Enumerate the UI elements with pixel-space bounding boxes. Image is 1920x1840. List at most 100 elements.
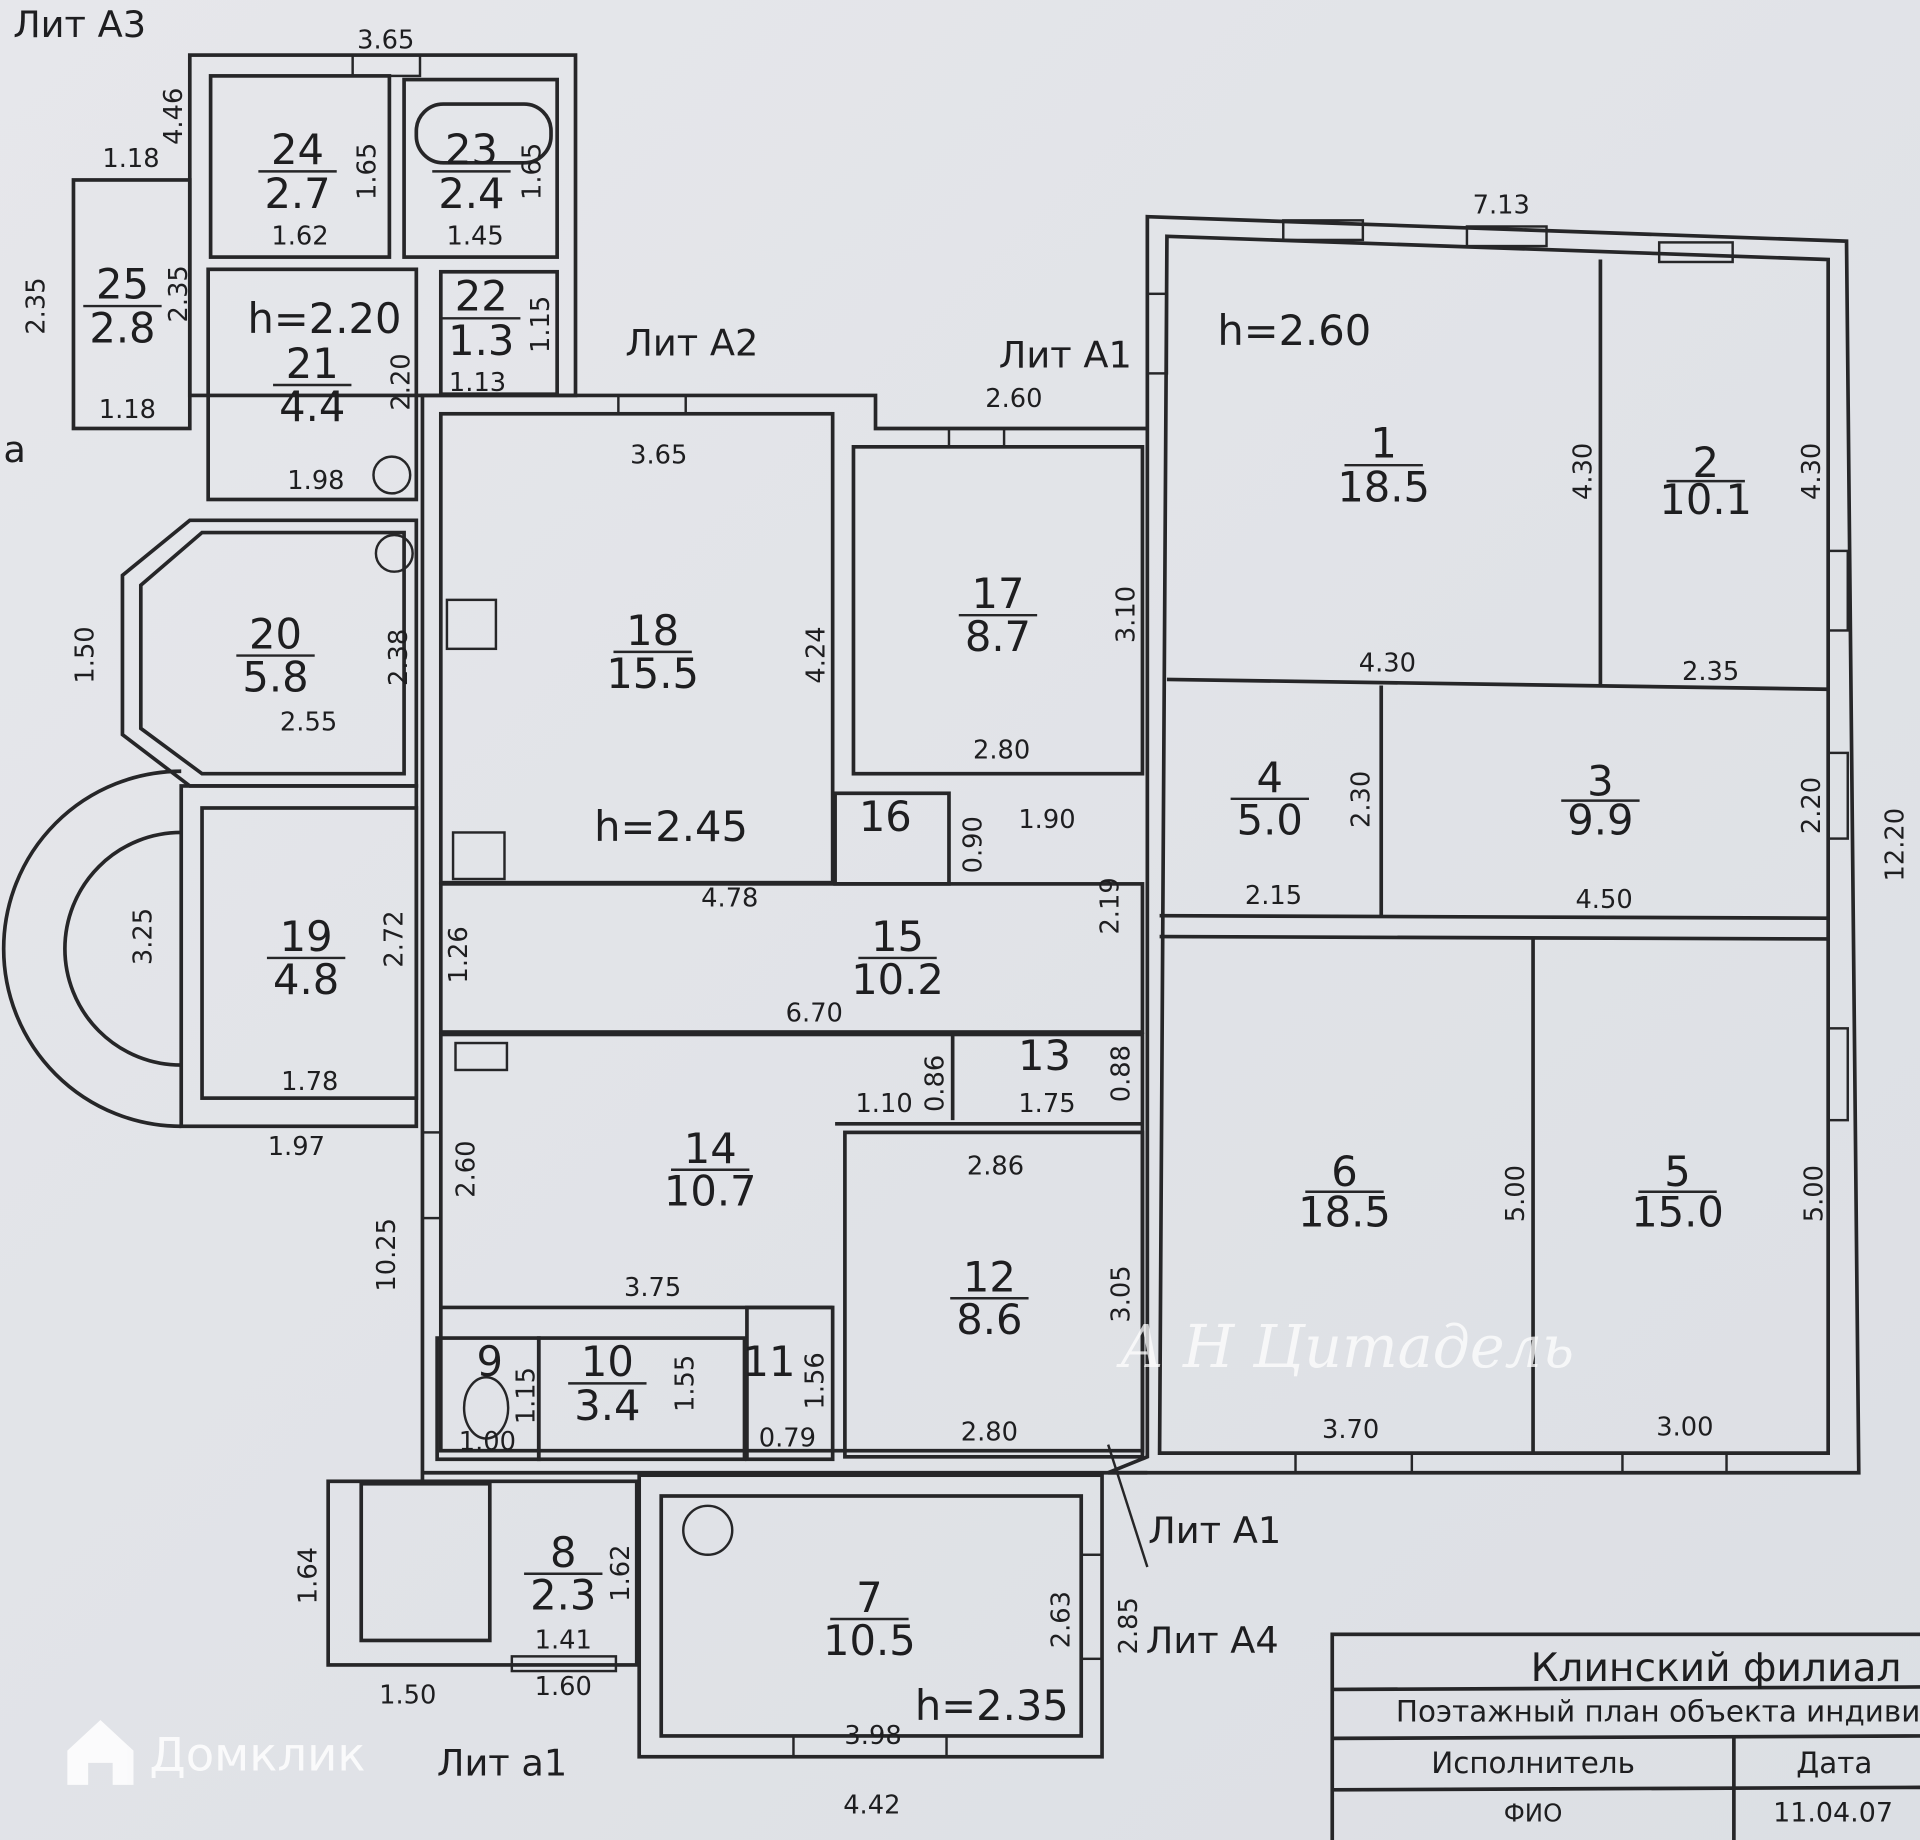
dimension: 7.13 [1473, 191, 1530, 221]
dimension-vertical: 1.62 [606, 1545, 636, 1602]
room-area: 2.4 [438, 169, 504, 218]
section-label: Лит А3 [13, 3, 146, 46]
dimension-vertical: 1.15 [512, 1367, 542, 1424]
dimension: 6.70 [786, 999, 843, 1029]
room-number: 8 [550, 1528, 576, 1577]
room-number: 24 [271, 125, 324, 174]
domclick-brand: Домклик [149, 1727, 365, 1781]
dimension-vertical: 2.35 [22, 277, 52, 334]
dimension-vertical: 2.85 [1114, 1597, 1144, 1654]
dimension-vertical: 2.19 [1096, 877, 1126, 934]
room-area: 15.0 [1631, 1187, 1724, 1236]
ceiling-height: h=2.35 [915, 1681, 1069, 1730]
dimension-vertical: 0.86 [921, 1055, 951, 1112]
date-header: Дата [1796, 1746, 1872, 1780]
dimension: 2.80 [973, 735, 1030, 765]
dimension: 2.80 [961, 1417, 1018, 1447]
room-number: 14 [684, 1124, 737, 1173]
room-area: 8.6 [956, 1295, 1022, 1344]
dimension-vertical: 2.60 [452, 1141, 482, 1198]
room-number: 9 [477, 1337, 503, 1386]
dimension: 1.62 [271, 221, 328, 251]
dimension: 3.75 [624, 1273, 681, 1303]
room-area: 1.3 [448, 316, 514, 365]
dimension: 2.15 [1245, 881, 1302, 911]
dimension-vertical: 1.50 [71, 626, 101, 683]
room-area: 2.7 [264, 169, 330, 218]
room-number: 10 [581, 1337, 634, 1386]
room-area: 4.4 [279, 382, 345, 431]
dimension: 1.45 [446, 221, 503, 251]
room-number: 3 [1587, 757, 1613, 806]
house-icon [67, 1720, 134, 1785]
dimension-vertical: 10.25 [372, 1218, 402, 1292]
room-number: 5 [1664, 1147, 1690, 1196]
dimension: 3.65 [630, 440, 687, 470]
dimension-vertical: 2.63 [1047, 1591, 1077, 1648]
section-label: Лит А1 [1148, 1509, 1281, 1552]
room-number: 23 [445, 125, 498, 174]
dimension-vertical: 1.65 [352, 143, 382, 200]
dimension-vertical: 1.26 [444, 926, 474, 983]
dimension-vertical: 1.55 [671, 1355, 701, 1412]
executor-value: ФИО [1504, 1799, 1563, 1828]
dimension-vertical: 4.30 [1797, 443, 1827, 500]
dimension: 1.98 [287, 466, 344, 496]
dimension: 4.42 [843, 1791, 900, 1821]
section-label: а [3, 428, 26, 471]
dimension: 1.18 [99, 395, 156, 425]
dimension-vertical: 5.00 [1800, 1165, 1830, 1222]
room-number: 21 [286, 339, 339, 388]
dimension: 2.55 [280, 707, 337, 737]
branch-name: Клинский филиал [1531, 1646, 1902, 1691]
dimension: 1.97 [268, 1132, 325, 1162]
room-number: 19 [280, 912, 333, 961]
dimension: 1.75 [1018, 1089, 1075, 1119]
room-area: 2.8 [89, 304, 155, 353]
section-label: Лит А4 [1146, 1619, 1279, 1662]
room-area: 15.5 [606, 649, 699, 698]
dimension: 3.98 [844, 1721, 901, 1751]
dimension: 1.50 [379, 1681, 436, 1711]
agency-watermark: А Н Цитадель [1116, 1312, 1574, 1381]
room-number: 2 [1692, 438, 1718, 487]
dimension-vertical: 3.10 [1112, 586, 1142, 643]
room-number: 25 [96, 260, 149, 309]
room-number: 12 [963, 1252, 1016, 1301]
room-number: 1 [1370, 419, 1396, 468]
dimension-vertical: 3.25 [128, 908, 158, 965]
ceiling-height: h=2.60 [1217, 306, 1371, 355]
room-number: 16 [859, 792, 912, 841]
ceiling-height: h=2.20 [248, 294, 402, 343]
dimension: 1.00 [459, 1427, 516, 1457]
section-label: Лит А1 [999, 334, 1132, 377]
dimension-vertical: 1.64 [294, 1547, 324, 1604]
section-label: Лит А2 [625, 321, 758, 364]
room-number: 22 [455, 272, 508, 321]
date-value: 11.04.07 [1773, 1798, 1893, 1829]
room-number: 13 [1018, 1031, 1071, 1080]
dimension-vertical: 5.00 [1501, 1165, 1531, 1222]
room-number: 11 [743, 1337, 796, 1386]
dimension: 2.86 [967, 1152, 1024, 1182]
dimension-vertical: 1.56 [801, 1352, 831, 1409]
dimension: 0.79 [759, 1423, 816, 1453]
room-area: 10.5 [823, 1616, 916, 1665]
dimension-vertical: 4.30 [1568, 443, 1598, 500]
room-number: 20 [249, 610, 302, 659]
dimension-vertical: 0.88 [1107, 1045, 1137, 1102]
dimension: 1.78 [281, 1067, 338, 1097]
section-label: Лит а1 [437, 1741, 567, 1784]
room-area: 10.7 [664, 1167, 757, 1216]
room-area: 18.5 [1298, 1187, 1391, 1236]
dimension-vertical: 4.24 [802, 626, 832, 683]
dimension: 2.35 [1682, 657, 1739, 687]
dimension: 3.65 [357, 25, 414, 55]
room-number: 6 [1331, 1147, 1357, 1196]
room-area: 5.0 [1237, 796, 1303, 845]
dimension-vertical: 4.46 [159, 88, 189, 145]
dimension: 1.41 [535, 1625, 592, 1655]
room-area: 2.3 [530, 1571, 596, 1620]
executor-header: Исполнитель [1431, 1746, 1635, 1780]
